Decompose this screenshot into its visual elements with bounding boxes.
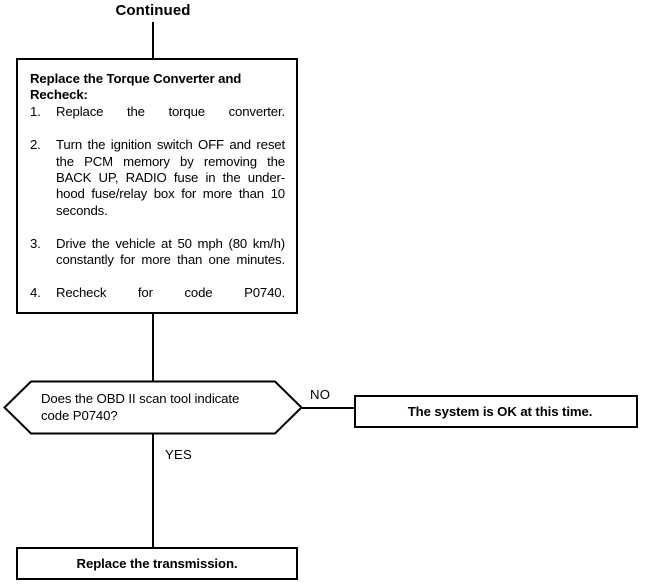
outcome-box-replace-transmission: Replace the transmission. [16, 547, 298, 580]
decision-question-text: Does the OBD II scan tool indicate code … [41, 391, 240, 423]
step-text: Replace the torque converter. [56, 104, 285, 120]
step-number: 3. [30, 235, 41, 251]
action-step-item: 2. Turn the ignition switch OFF and rese… [30, 137, 285, 235]
action-box: Replace the Torque Converter and Recheck… [16, 58, 298, 314]
connector-decision-no [302, 407, 356, 409]
action-step-item: 4. Recheck for code P0740. [30, 285, 285, 318]
connector-continued-to-action [152, 22, 154, 60]
step-number: 2. [30, 137, 41, 153]
decision-hexagon-shape [3, 380, 303, 435]
action-step-item: 1. Replace the torque converter. [30, 104, 285, 137]
branch-label-no: NO [310, 387, 331, 402]
connector-action-to-decision [152, 313, 154, 381]
action-box-heading: Replace the Torque Converter and Recheck… [30, 71, 242, 103]
outcome-box-replace-transmission-text: Replace the transmission. [76, 556, 238, 571]
decision-node: Does the OBD II scan tool indicate code … [3, 380, 303, 435]
branch-label-yes: YES [165, 447, 192, 462]
step-number: 4. [30, 284, 41, 300]
step-number: 1. [30, 104, 41, 120]
outcome-box-system-ok-text: The system is OK at this time. [407, 404, 593, 419]
step-text: Drive the vehicle at 50 mph (80 km/h) co… [56, 235, 285, 268]
step-text: Turn the ignition switch OFF and reset t… [56, 137, 285, 218]
outcome-box-system-ok: The system is OK at this time. [354, 395, 638, 428]
action-step-list: 1. Replace the torque converter. 2. Turn… [30, 104, 285, 317]
action-step-item: 3. Drive the vehicle at 50 mph (80 km/h)… [30, 236, 285, 285]
connector-decision-yes [152, 434, 154, 548]
continued-label: Continued [115, 2, 191, 19]
step-text: Recheck for code P0740. [56, 284, 285, 300]
